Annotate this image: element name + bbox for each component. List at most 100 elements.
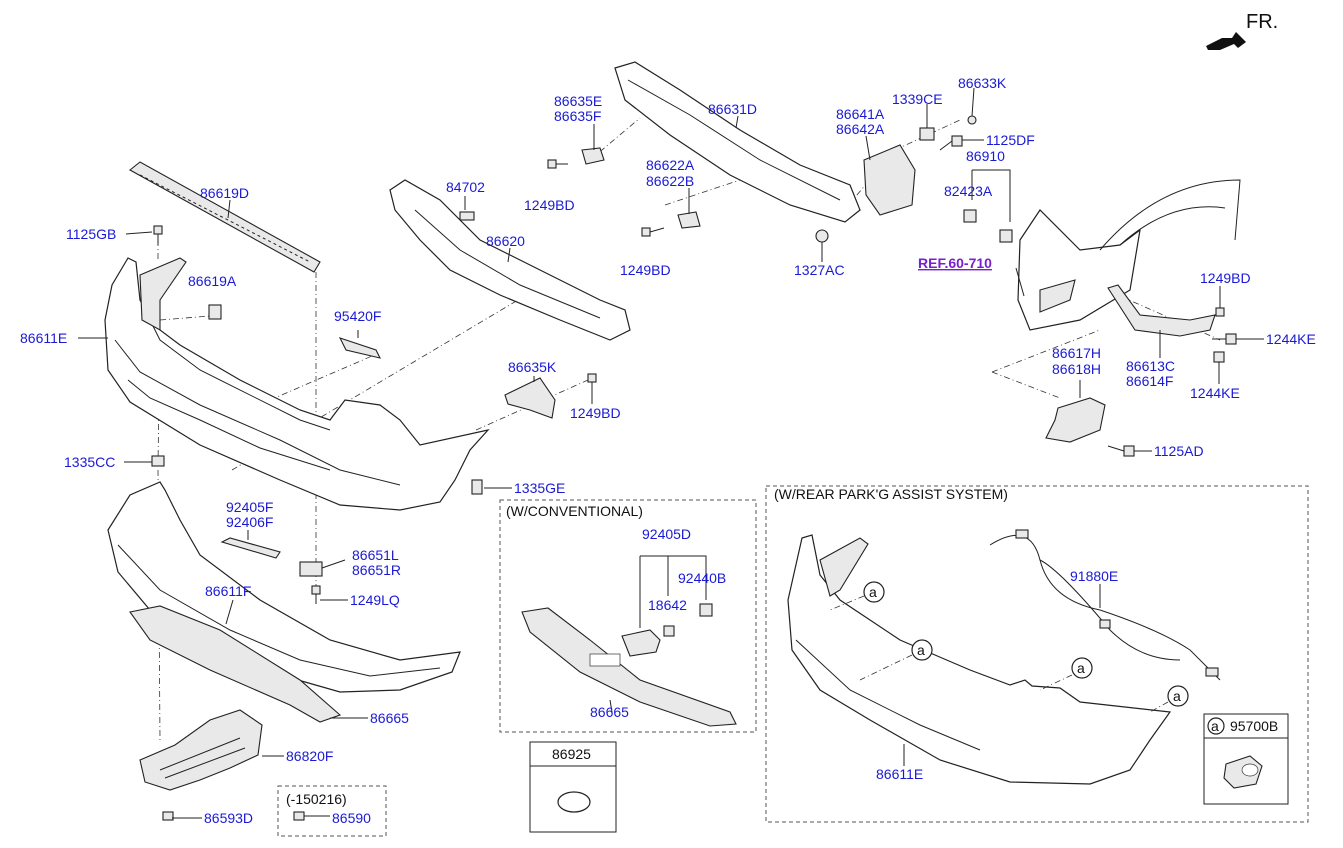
dated-box: [277, 785, 387, 837]
part-86925-box: [529, 741, 617, 833]
svg-text:a: a: [869, 584, 877, 600]
bumper-pad: [208, 304, 222, 320]
nut-1339ce: [919, 127, 935, 141]
grommet-82423a: [963, 209, 977, 223]
nut-1327ac: [815, 229, 829, 243]
clip-86590: [293, 811, 305, 821]
label-1335ge: 1335GE: [514, 480, 565, 496]
label-92405f: 92405F: [226, 499, 273, 515]
label-86611f: 86611F: [205, 583, 251, 599]
label-1125gb: 1125GB: [66, 226, 116, 242]
bulb-18642: [663, 625, 675, 637]
label-86820f: 86820F: [286, 748, 333, 764]
screw-1249lq: [311, 585, 321, 604]
label-86651r: 86651R: [352, 562, 401, 578]
label-86620: 86620: [486, 233, 525, 249]
clip-84702: [459, 211, 475, 221]
clip-86633k: [967, 115, 977, 125]
bumper-step-protector: [129, 161, 321, 273]
screw-1249bd-a: [587, 373, 597, 396]
label-86635e: 86635E: [554, 93, 602, 109]
label-86611e: 86611E: [20, 330, 67, 346]
svg-text:a: a: [917, 642, 925, 658]
label-86619a: 86619A: [188, 273, 237, 289]
screw-86593d: [162, 811, 174, 821]
label-1125df: 1125DF: [986, 132, 1035, 148]
bolt-1125gb: [153, 225, 163, 245]
part-labels: 86619D 1125GB 86619A 86611E 1335CC 86611…: [20, 75, 1316, 826]
conventional-title: (W/CONVENTIONAL): [506, 503, 643, 519]
park-assist-box: [765, 485, 1309, 823]
screw-1249bd-d: [1215, 307, 1225, 317]
label-91880e: 91880E: [1070, 568, 1118, 584]
label-92440b: 92440B: [678, 570, 726, 586]
label-82423a: 82423A: [944, 183, 993, 199]
mud-guard-86617h: [1045, 397, 1106, 443]
svg-text:a: a: [1077, 660, 1085, 676]
bracket-86622a: [677, 211, 701, 229]
label-1327ac: 1327AC: [794, 262, 845, 278]
label-1244ke-a: 1244KE: [1266, 331, 1316, 347]
front-arrow-icon: [1206, 32, 1246, 50]
rail-stay-bracket: [863, 144, 916, 216]
body-panel: [1017, 179, 1241, 331]
label-95420f: 95420F: [334, 308, 381, 324]
bumper-rail: [614, 61, 861, 223]
label-1249bd-c: 1249BD: [620, 262, 671, 278]
callout-a-2: a: [859, 639, 933, 681]
clip-1335cc: [151, 455, 165, 467]
side-piece-86613c: [1107, 284, 1216, 337]
label-84702: 84702: [446, 179, 485, 195]
label-86910: 86910: [966, 148, 1005, 164]
label-1249bd-d: 1249BD: [1200, 270, 1251, 286]
label-18642: 18642: [648, 597, 687, 613]
under-cover: [139, 709, 263, 791]
park-assist-bumper-cover: [787, 534, 1172, 785]
svg-text:a: a: [1173, 688, 1181, 704]
front-direction-indicator: FR.: [1206, 11, 1278, 50]
label-86635f: 86635F: [554, 108, 601, 124]
label-86651l: 86651L: [352, 547, 399, 563]
label-86617h: 86617H: [1052, 345, 1101, 361]
callout-a-3: a: [1039, 657, 1093, 691]
wiring-harness: [989, 535, 1221, 681]
screw-1244ke-a: [1212, 333, 1237, 345]
rear-bumper-cover: [104, 257, 490, 511]
park-assist-title: (W/REAR PARK'G ASSIST SYSTEM): [774, 486, 1008, 502]
sensor-callout-letter: a: [1211, 718, 1219, 734]
bracket-95420f: [338, 337, 382, 359]
label-86665-b: 86665: [590, 704, 629, 720]
leader-lines: [78, 87, 1264, 819]
label-86593d: 86593D: [204, 810, 253, 826]
bracket-86651: [299, 561, 323, 577]
energy-absorber: [389, 179, 631, 341]
dated-title: (-150216): [286, 791, 347, 807]
label-1249bd-a: 1249BD: [570, 405, 621, 421]
ref-label: REF.60-710: [918, 255, 992, 271]
screw-1244ke-b: [1213, 351, 1225, 376]
callout-a-4: a: [1149, 685, 1189, 713]
label-86590: 86590: [332, 810, 371, 826]
label-95700b: 95700B: [1230, 718, 1278, 734]
label-86622b: 86622B: [646, 173, 694, 189]
bracket-86635e: [581, 147, 605, 165]
label-86633k: 86633K: [958, 75, 1007, 91]
label-92405d: 92405D: [642, 526, 691, 542]
label-86618h: 86618H: [1052, 361, 1101, 377]
label-1249lq: 1249LQ: [350, 592, 400, 608]
screw-1125ad: [1107, 445, 1135, 457]
label-86614f: 86614F: [1126, 373, 1173, 389]
conventional-box: [499, 499, 757, 733]
reflector-left: [220, 537, 281, 559]
label-86631d: 86631D: [708, 101, 757, 117]
label-86665: 86665: [370, 710, 409, 726]
label-1249bd-b: 1249BD: [524, 197, 575, 213]
side-bracket-86635k: [504, 377, 556, 419]
label-86613c: 86613C: [1126, 358, 1175, 374]
part-86925-pad: [557, 791, 591, 813]
label-86925: 86925: [552, 746, 591, 762]
label-1339ce: 1339CE: [892, 91, 943, 107]
label-86611e-b: 86611E: [876, 766, 923, 782]
conventional-garnish: [521, 607, 737, 727]
